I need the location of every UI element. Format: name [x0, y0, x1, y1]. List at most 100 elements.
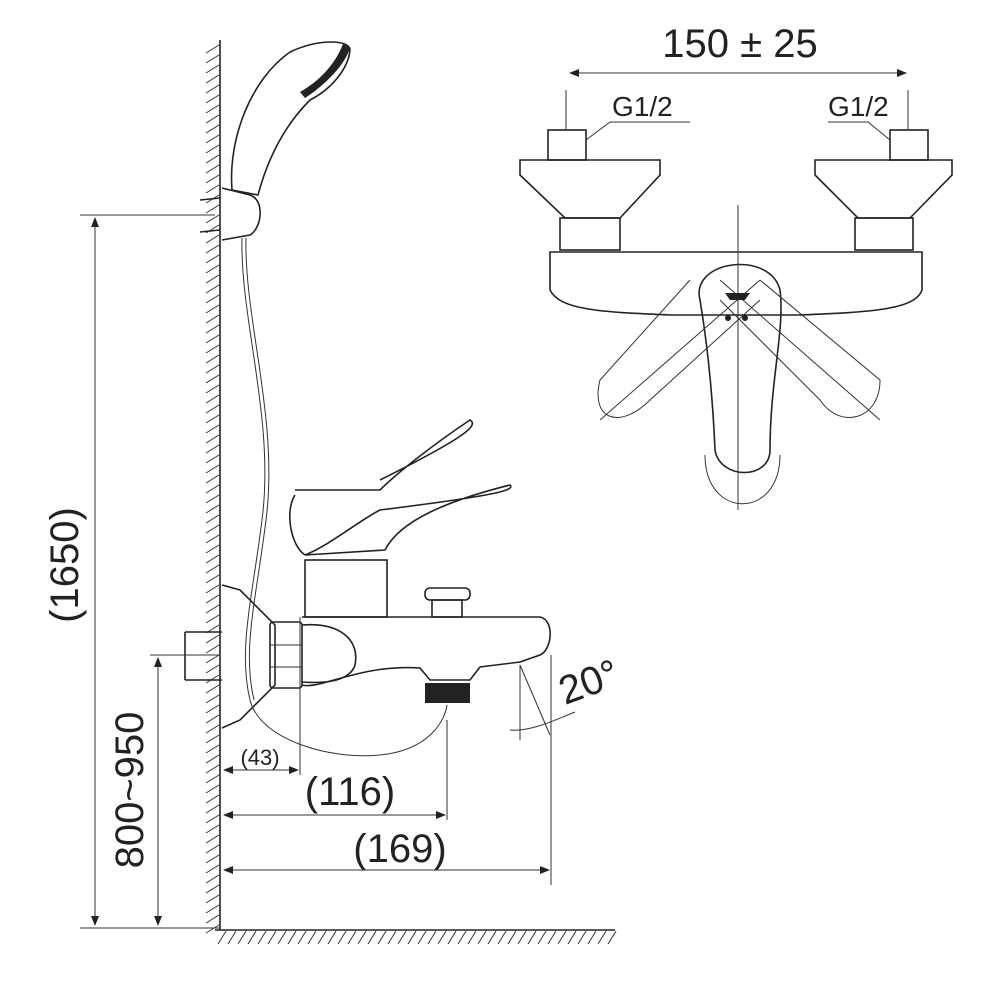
hatch-mark [357, 930, 367, 945]
hatch-mark [205, 54, 220, 64]
hatch-mark [205, 904, 220, 914]
hatch-mark [437, 930, 447, 945]
hatch-mark [205, 324, 220, 334]
hatch-mark [205, 564, 220, 574]
hatch-mark [205, 214, 220, 224]
hatch-mark [205, 174, 220, 184]
hatch-mark [447, 930, 457, 945]
hatch-mark [205, 164, 220, 174]
hatch-mark [205, 484, 220, 494]
hatch-mark [205, 464, 220, 474]
hatch-mark [205, 654, 220, 664]
hatch-mark [457, 930, 467, 945]
hatch-mark [205, 744, 220, 754]
hatch-mark [317, 930, 327, 945]
hatch-mark [487, 930, 497, 945]
hatch-mark [205, 694, 220, 704]
hatch-mark [337, 930, 347, 945]
hatch-mark [205, 924, 220, 934]
hatch-mark [205, 544, 220, 554]
hatch-mark [205, 64, 220, 74]
hatch-mark [205, 264, 220, 274]
shower-height-label: (1650) [43, 507, 87, 623]
hatch-mark [205, 714, 220, 724]
spout-angle-label: 20° [553, 651, 625, 713]
hatch-mark [205, 664, 220, 674]
hatch-mark [205, 884, 220, 894]
hatch-mark [205, 394, 220, 404]
hatch-mark [205, 94, 220, 104]
hatch-mark [397, 930, 407, 945]
hatch-mark [477, 930, 487, 945]
hatch-mark [205, 584, 220, 594]
hatch-mark [205, 114, 220, 124]
hatch-mark [205, 774, 220, 784]
inlet-spacing-label: 150 ± 25 [662, 22, 817, 66]
hatch-mark [205, 764, 220, 774]
mixer-front-view [519, 129, 953, 510]
hatch-mark [205, 524, 220, 534]
hatch-mark [205, 604, 220, 614]
connection-right-label: G1/2 [828, 91, 889, 122]
hatch-mark [297, 930, 307, 945]
hatch-mark [205, 614, 220, 624]
hatch-mark [205, 824, 220, 834]
mixer-height-label: 800~950 [108, 712, 152, 869]
hatch-mark [205, 734, 220, 744]
hatch-mark [205, 594, 220, 604]
hatch-mark [205, 634, 220, 644]
hand-shower [199, 41, 351, 701]
connection-left-label: G1/2 [612, 91, 673, 122]
hatch-mark [205, 274, 220, 284]
hatch-mark [205, 864, 220, 874]
hatch-mark [205, 74, 220, 84]
hatch-mark [205, 814, 220, 824]
hatch-mark [427, 930, 437, 945]
hatch-mark [205, 474, 220, 484]
hatch-mark [205, 914, 220, 924]
hatch-mark [577, 930, 587, 945]
hatch-mark [205, 344, 220, 354]
hatch-mark [227, 930, 237, 945]
hatch-mark [205, 784, 220, 794]
hatch-mark [367, 930, 377, 945]
hatch-mark [205, 334, 220, 344]
hatch-mark [205, 494, 220, 504]
hatch-mark [205, 534, 220, 544]
hatch-mark [597, 930, 607, 945]
hatch-mark [247, 930, 257, 945]
hatch-mark [205, 184, 220, 194]
hatch-mark [205, 554, 220, 564]
hatch-mark [205, 804, 220, 814]
dimension-lines [80, 69, 909, 929]
hatch-mark [205, 844, 220, 854]
hatch-mark [205, 354, 220, 364]
hatch-mark [205, 434, 220, 444]
hatch-mark [205, 794, 220, 804]
hatch-mark [607, 930, 617, 945]
hatch-mark [205, 504, 220, 514]
hatch-mark [567, 930, 577, 945]
hatch-mark [347, 930, 357, 945]
hatch-mark [205, 854, 220, 864]
hatch-mark [205, 314, 220, 324]
hatch-mark [557, 930, 567, 945]
hatch-mark [205, 304, 220, 314]
hatch-mark [377, 930, 387, 945]
wall-to-diverter-label: (116) [305, 770, 395, 814]
hatch-mark [547, 930, 557, 945]
hatch-mark [417, 930, 427, 945]
hatch-mark [205, 574, 220, 584]
hatch-mark [205, 244, 220, 254]
hatch-mark [205, 684, 220, 694]
wall-to-spout-label: (169) [353, 827, 446, 871]
hatch-mark [407, 930, 417, 945]
hatch-mark [205, 514, 220, 524]
hatch-mark [517, 930, 527, 945]
hatch-mark [327, 930, 337, 945]
hatch-mark [205, 674, 220, 684]
hatch-mark [205, 234, 220, 244]
hatch-mark [205, 254, 220, 264]
hatch-mark [217, 930, 227, 945]
